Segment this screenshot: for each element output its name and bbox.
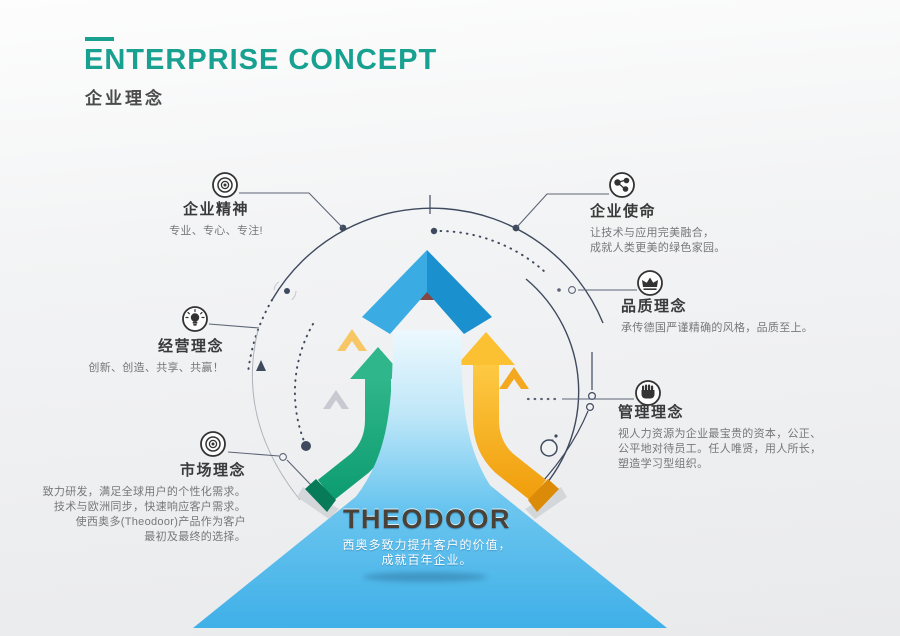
node-title: 企业使命 (590, 203, 657, 220)
yellow-arrow (457, 332, 559, 512)
target-icon (198, 429, 228, 459)
node-line: 创新、创造、共享、共赢！ (88, 362, 224, 374)
node-line: 成就人类更美的绿色家园。 (590, 242, 726, 254)
node-management-concept: 管理理念 视人力资源为企业最宝贵的资本，公正、 公平地对待员工。任人唯贤，用人所… (618, 401, 868, 472)
node-line: 专业、专心、专注! (169, 225, 263, 237)
node-line: 致力研发，满足全球用户的个性化需求。 (42, 486, 246, 498)
node-title: 经营理念 (157, 338, 224, 355)
text-shadow-ellipse (363, 572, 487, 582)
header-accent-dash (85, 37, 114, 41)
node-enterprise-mission: 企业使命 让技术与应用完美融合， 成就人类更美的绿色家园。 (590, 200, 810, 256)
node-line: 使西奥多(Theodoor)产品作为客户 (75, 516, 246, 528)
node-title: 管理理念 (618, 404, 685, 421)
node-business-concept: 经营理念 创新、创造、共享、共赢！ (56, 335, 224, 376)
fist-icon (633, 378, 663, 408)
target-icon (210, 170, 240, 200)
left-flap-shadow (297, 487, 339, 519)
node-line: 最初及最终的选择。 (144, 531, 246, 543)
pyramid-shape (193, 437, 667, 628)
node-line: 公平地对待员工。任人唯贤，用人所长， (618, 443, 822, 455)
page-title: ENTERPRISE CONCEPT (84, 44, 438, 76)
node-connectors (208, 192, 637, 486)
yellow-chevron-icon (337, 329, 367, 351)
blue-arrow (346, 250, 508, 518)
crown-icon (635, 268, 665, 298)
node-market-concept: 市场理念 致力研发，满足全球用户的个性化需求。 技术与欧洲同步，快速响应客户需求… (38, 459, 246, 545)
node-enterprise-spirit: 企业精神 专业、专心、专注! (140, 198, 292, 239)
node-title: 企业精神 (182, 201, 249, 218)
right-flap-shadow (525, 487, 567, 519)
node-quality-concept: 品质理念 承传德国严谨精确的风格，品质至上。 (621, 295, 861, 336)
brand-tagline: 西奥多致力提升客户的价值， 成就百年企业。 (277, 538, 577, 568)
brand-tagline-line: 西奥多致力提升客户的价值， (342, 538, 512, 552)
brand-tagline-line: 成就百年企业。 (381, 553, 473, 567)
gray-chevron-icon (323, 390, 349, 409)
brand-title: THEODOOR (342, 504, 511, 534)
chevron-decorations (323, 329, 529, 409)
node-line: 技术与欧洲同步，快速响应客户需求。 (53, 501, 246, 513)
node-line: 让技术与应用完美融合， (590, 227, 715, 239)
bulb-icon (180, 304, 210, 334)
share-icon (607, 170, 637, 200)
orange-chevron-icon (499, 367, 529, 389)
green-arrow (305, 347, 406, 512)
node-title: 品质理念 (621, 298, 688, 315)
node-title: 市场理念 (179, 462, 246, 479)
node-line: 承传德国严谨精确的风格，品质至上。 (621, 322, 814, 334)
node-line: 视人力资源为企业最宝贵的资本，公正、 (618, 428, 822, 440)
node-line: 塑造学习型组织。 (618, 458, 709, 470)
ring-decoration (247, 195, 604, 502)
page-subtitle: 企业理念 (85, 89, 165, 108)
